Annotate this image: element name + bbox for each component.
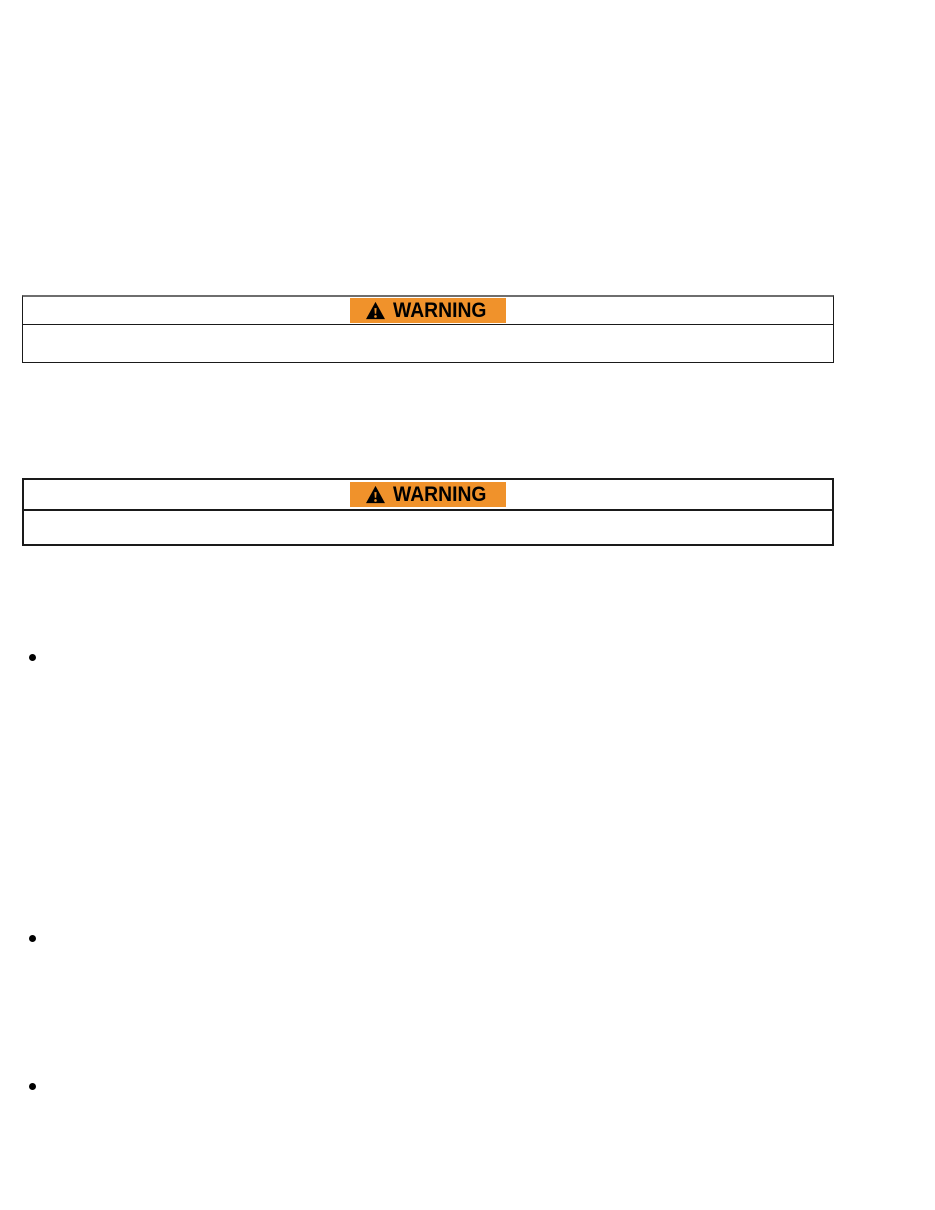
warning-box-2: WARNING <box>22 478 834 546</box>
warning-label-text: WARNING <box>393 483 487 506</box>
warning-header-cell: WARNING <box>23 297 833 325</box>
warning-box-1: WARNING <box>22 295 834 363</box>
warning-label: WARNING <box>350 298 506 323</box>
list-bullet <box>29 654 36 661</box>
warning-header-cell: WARNING <box>24 480 832 511</box>
warning-body-cell <box>24 511 832 544</box>
list-bullet <box>29 1083 36 1090</box>
warning-triangle-icon <box>366 301 386 320</box>
list-bullet <box>29 935 36 942</box>
warning-body-cell <box>23 325 833 362</box>
warning-label-text: WARNING <box>393 299 487 322</box>
warning-label: WARNING <box>350 482 506 507</box>
warning-triangle-icon <box>366 485 386 504</box>
